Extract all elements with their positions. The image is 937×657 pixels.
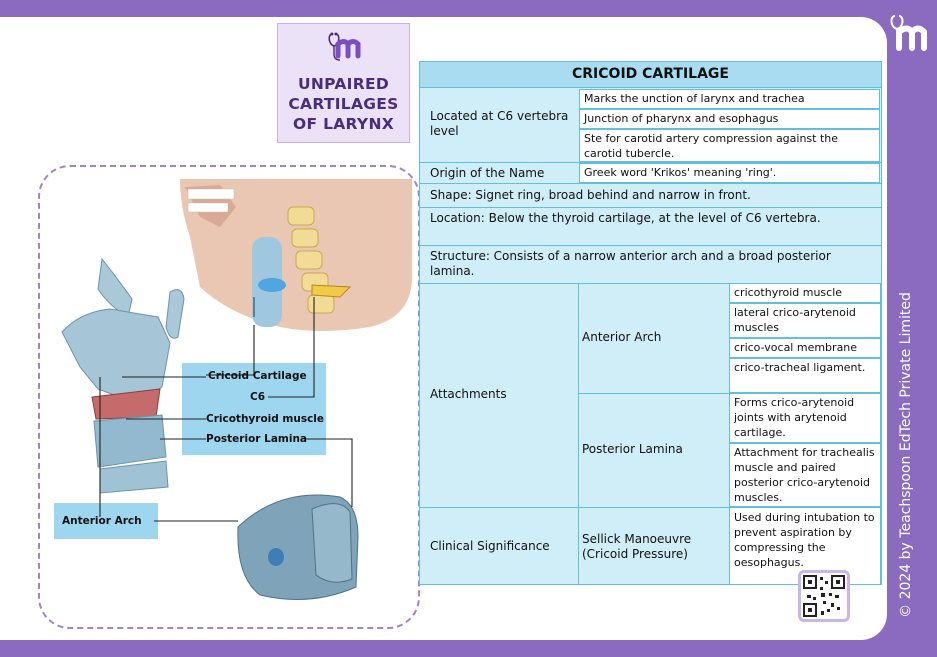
label-posterior-lamina: Posterior Lamina — [206, 433, 308, 445]
qr-code[interactable] — [798, 570, 850, 622]
clinical-sub: Sellick Manoeuvre (Cricoid Pressure) — [582, 532, 692, 561]
located-item-2: Junction of pharynx and esophagus — [579, 109, 880, 129]
anterior-arch-label: Anterior Arch — [582, 330, 662, 344]
label-anterior-arch: Anterior Arch — [62, 515, 142, 527]
origin-value: Greek word 'Krikos' meaning 'ring'. — [579, 163, 880, 183]
located-label: Located at C6 vertebra level — [430, 109, 569, 138]
illustration-panel: Cricoid Cartilage C6 Cricothyroid muscle… — [38, 165, 420, 629]
shape-row: Shape: Signet ring, broad behind and nar… — [430, 188, 751, 202]
table-header: CRICOID CARTILAGE — [420, 62, 881, 88]
title-line-3: OF LARYNX — [293, 115, 394, 133]
column-divider — [578, 283, 579, 585]
anterior-item-2: lateral crico-arytenoid muscles — [729, 303, 881, 338]
anterior-item-1: cricothyroid muscle — [729, 283, 881, 303]
label-cricothyroid-muscle: Cricothyroid muscle — [206, 413, 325, 425]
row-divider — [420, 207, 881, 208]
anterior-item-4: crico-tracheal ligament. — [729, 358, 881, 393]
qr-code-icon — [803, 575, 845, 617]
row-divider — [420, 183, 881, 184]
located-item-1: Marks the unction of larynx and trachea — [579, 89, 880, 109]
row-divider — [420, 283, 881, 284]
page-title: UNPAIRED CARTILAGES OF LARYNX — [278, 74, 409, 134]
posterior-item-2: Attachment for trachealis muscle and pai… — [729, 443, 881, 507]
posterior-item-1: Forms crico-arytenoid joints with aryten… — [729, 393, 881, 443]
title-line-1: UNPAIRED — [297, 75, 390, 93]
label-cricoid-cartilage: Cricoid Cartilage — [208, 370, 307, 382]
attachments-label: Attachments — [430, 387, 507, 401]
clinical-label: Clinical Significance — [430, 539, 550, 553]
located-item-3: Ste for carotid artery compression again… — [579, 129, 880, 162]
page-card: UNPAIRED CARTILAGES OF LARYNX — [0, 17, 887, 640]
anterior-item-3: crico-vocal membrane — [729, 338, 881, 358]
row-divider — [420, 162, 881, 163]
origin-label: Origin of the Name — [430, 166, 545, 180]
cricoid-table: CRICOID CARTILAGE Located at C6 vertebra… — [419, 61, 882, 585]
location-row: Location: Below the thyroid cartilage, a… — [430, 211, 821, 225]
row-divider — [420, 245, 881, 246]
copyright-text: © 2024 by Teachspoon EdTech Private Limi… — [898, 292, 914, 618]
larynx-illustration — [54, 179, 412, 600]
title-box: UNPAIRED CARTILAGES OF LARYNX — [277, 23, 410, 143]
brand-logo-icon — [890, 15, 927, 51]
title-line-2: CARTILAGES — [288, 95, 399, 113]
posterior-lamina-label: Posterior Lamina — [582, 442, 683, 456]
structure-row: Structure: Consists of a narrow anterior… — [430, 249, 831, 278]
label-c6: C6 — [250, 391, 266, 403]
row-divider — [420, 507, 881, 508]
stethoscope-logo-icon — [327, 32, 360, 61]
